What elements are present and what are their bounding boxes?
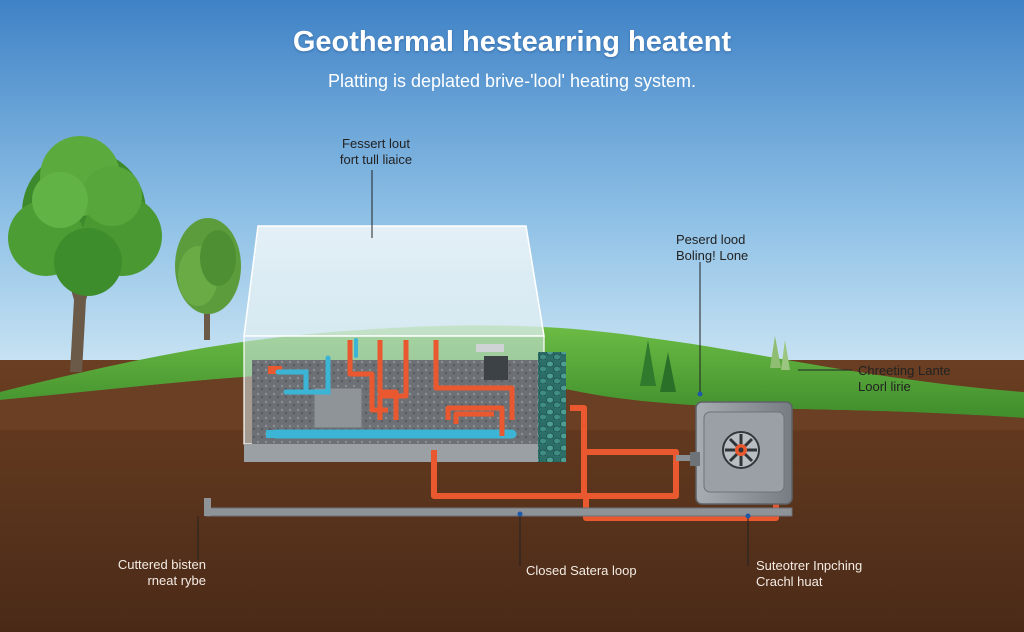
label-bottom-left: Cuttered bisten rneat rybe [96,557,206,589]
tree-small [175,218,241,340]
label-bottom-right-line-2: Crachl huat [756,574,823,589]
label-right-mid: Chreeting Lante Loorl lirie [858,363,978,395]
label-bottom-right: Suteotrer Inpching Crachl huat [756,558,896,590]
label-right-mid-line-1: Chreeting Lante [858,363,951,378]
hot-pipes-indoor [347,340,515,436]
label-top-left-line-2: fort tull liaice [339,152,413,167]
leader-dots [517,391,751,519]
label-bottom-right-line-1: Suteotrer Inpching [756,558,863,573]
shrubs-right [640,336,790,392]
label-bottom-left-line-1: Cuttered bisten [117,557,206,572]
label-top-left: Fessert lout fort tull liaice [330,136,422,168]
tree-large [8,136,162,372]
label-top-right-line-2: Boling! Lone [676,248,749,263]
cold-pipes [271,338,517,439]
diagram-subtitle: Platting is deplated brive-'lool' heatin… [327,71,697,91]
label-right-mid-line-2: Loorl lirie [858,379,911,394]
label-bottom-left-line-2: rneat rybe [147,573,206,588]
label-top-right: Peserd lood Boling! Lone [676,232,786,264]
label-top-right-line-1: Peserd lood [676,232,746,247]
label-top-left-line-1: Fessert lout [342,136,410,151]
buried-pipe [204,498,793,517]
label-bottom-mid: Closed Satera loop [526,563,637,578]
fan-icon [722,431,760,469]
diagram-title: Geothermal hestearring heatent [292,26,732,58]
leader-lines [197,170,852,566]
